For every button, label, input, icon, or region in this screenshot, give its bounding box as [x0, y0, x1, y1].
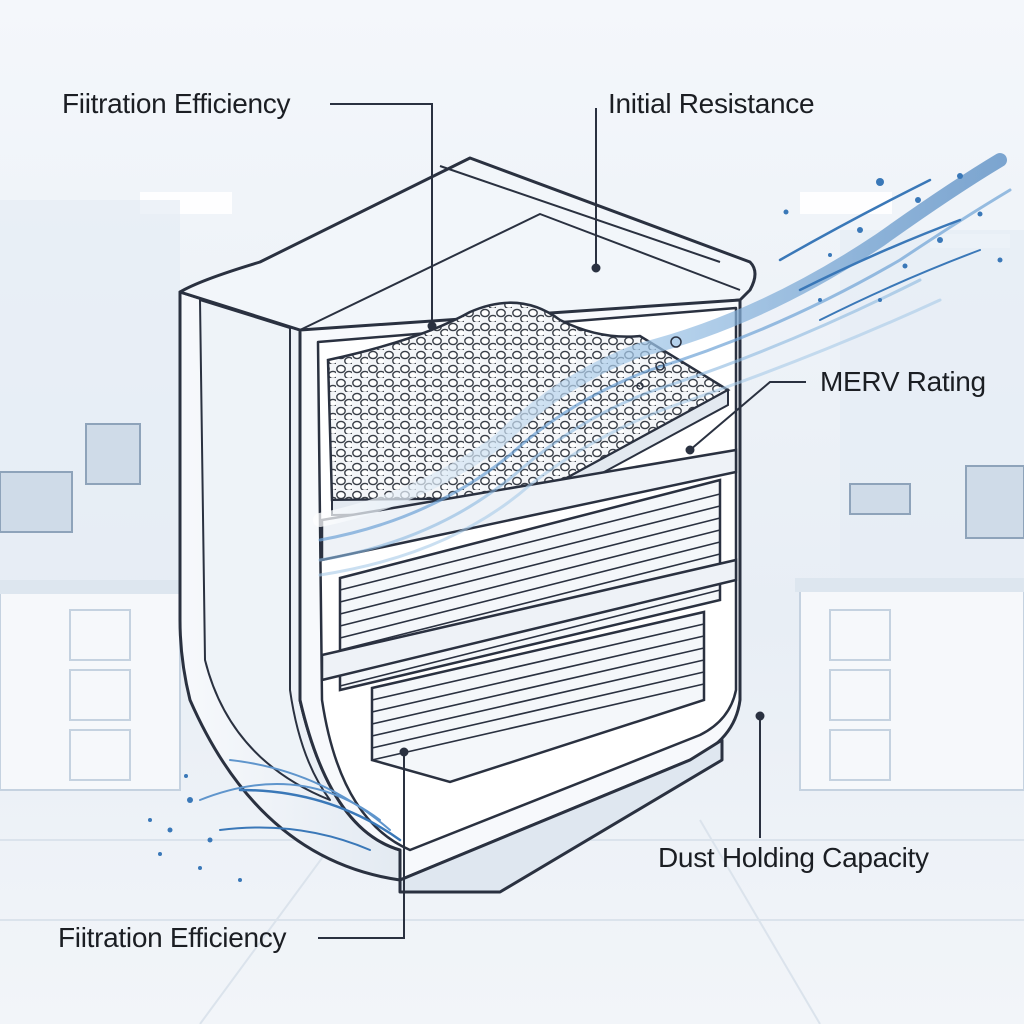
airflow-streams — [199, 153, 1012, 851]
label-filtration-efficiency-top: Fiitration Efficiency — [62, 88, 291, 119]
air-particles — [148, 173, 1003, 882]
shelf-divider — [320, 448, 738, 562]
pleated-media-layer — [320, 478, 738, 784]
label-dust-holding-capacity: Dust Holding Capacity — [658, 842, 929, 873]
label-initial-resistance: Initial Resistance — [608, 88, 815, 119]
label-merv-rating: MERV Rating — [820, 366, 986, 397]
leader-lines — [318, 103, 806, 939]
label-filtration-efficiency-bottom: Fiitration Efficiency — [58, 922, 287, 953]
